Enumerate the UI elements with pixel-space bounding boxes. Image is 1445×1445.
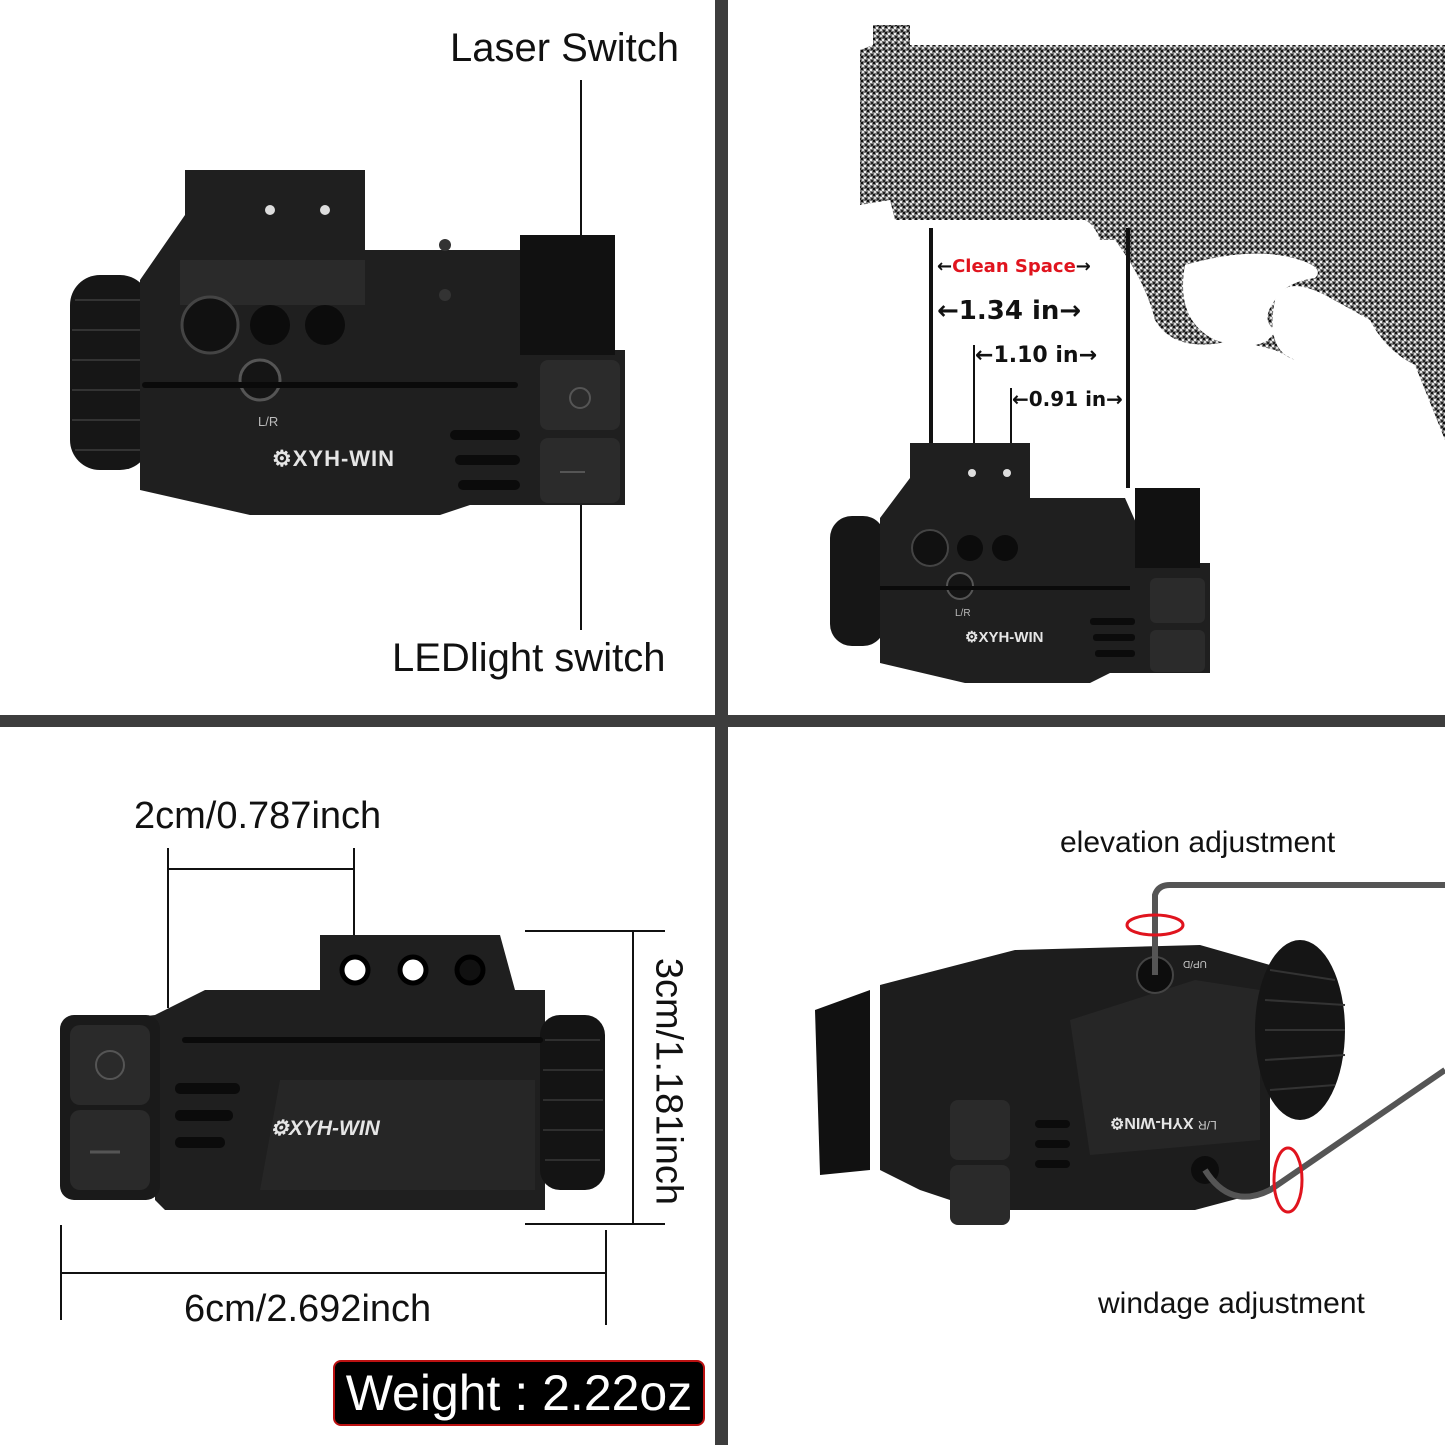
- laser-switch-label: Laser Switch: [450, 26, 679, 70]
- dimension-line: [632, 930, 634, 1225]
- rotate-arrow-icon: [1272, 1146, 1304, 1214]
- windage-adjustment-label: windage adjustment: [1098, 1287, 1365, 1320]
- rotate-arrow-icon: [1125, 913, 1185, 937]
- arrow-left-icon: ←: [937, 256, 953, 277]
- laser-light-device-image: [60, 935, 605, 1210]
- dimension-line: [525, 1223, 665, 1225]
- arrow-left-icon: ←: [975, 343, 994, 368]
- dimension-line: [525, 930, 665, 932]
- height-dimension-label: 3cm/1.181inch: [647, 957, 690, 1206]
- brand-gear-icon: ⚙: [965, 629, 979, 646]
- dimension-1-10: ←1.10 in→: [975, 343, 1098, 368]
- dimension-1-34: ←1.34 in→: [937, 296, 1082, 326]
- brand-gear-icon: ⚙: [1110, 1114, 1125, 1131]
- weight-badge: Weight : 2.22oz: [333, 1360, 705, 1426]
- brand-logo: ⚙XYH-WIN: [965, 629, 1044, 646]
- length-dimension-label: 6cm/2.692inch: [184, 1288, 432, 1330]
- horizontal-divider: [0, 715, 1445, 727]
- arrow-right-icon: →: [1075, 256, 1091, 277]
- dimension-line: [1010, 388, 1012, 448]
- windage-marking: L/R: [1198, 1118, 1217, 1132]
- dimension-line: [929, 228, 933, 488]
- brand-logo: ⚙XYH-WIN: [270, 1117, 380, 1140]
- brand-gear-icon: ⚙: [272, 446, 293, 471]
- dimension-line: [605, 1230, 607, 1325]
- arrow-right-icon: →: [1078, 343, 1098, 368]
- laser-light-device-image: [830, 443, 1210, 683]
- led-switch-label: LEDlight switch: [392, 636, 666, 680]
- dimension-line: [353, 848, 355, 968]
- dimension-line: [973, 345, 975, 455]
- windage-marking: L/R: [258, 414, 279, 429]
- clean-space-row: ←Clean Space→: [937, 256, 1091, 277]
- arrow-right-icon: →: [1106, 387, 1123, 411]
- laser-light-device-image: [70, 170, 625, 515]
- brand-gear-icon: ⚙: [270, 1117, 289, 1140]
- windage-marking: L/R: [955, 608, 971, 619]
- callout-line: [580, 470, 582, 630]
- rail-dimension-label: 2cm/0.787inch: [134, 795, 382, 837]
- laser-light-device-angled-image: [815, 882, 1445, 1225]
- arrow-left-icon: ←: [937, 296, 959, 326]
- elevation-adjustment-label: elevation adjustment: [1060, 826, 1336, 859]
- dimension-line: [60, 1272, 607, 1274]
- dimension-line: [1126, 228, 1130, 488]
- dimension-0-91: ←0.91 in→: [1012, 387, 1123, 411]
- elevation-marking: UP/D: [1183, 958, 1207, 969]
- arrow-left-icon: ←: [1012, 387, 1029, 411]
- pistol-silhouette-image: [860, 25, 1445, 440]
- arrow-right-icon: →: [1059, 296, 1082, 326]
- dimension-line: [167, 868, 355, 870]
- dimension-line: [167, 848, 169, 1008]
- brand-logo: ⚙XYH-WIN: [272, 446, 396, 471]
- brand-logo: XYH-WIN⚙: [1110, 1114, 1194, 1131]
